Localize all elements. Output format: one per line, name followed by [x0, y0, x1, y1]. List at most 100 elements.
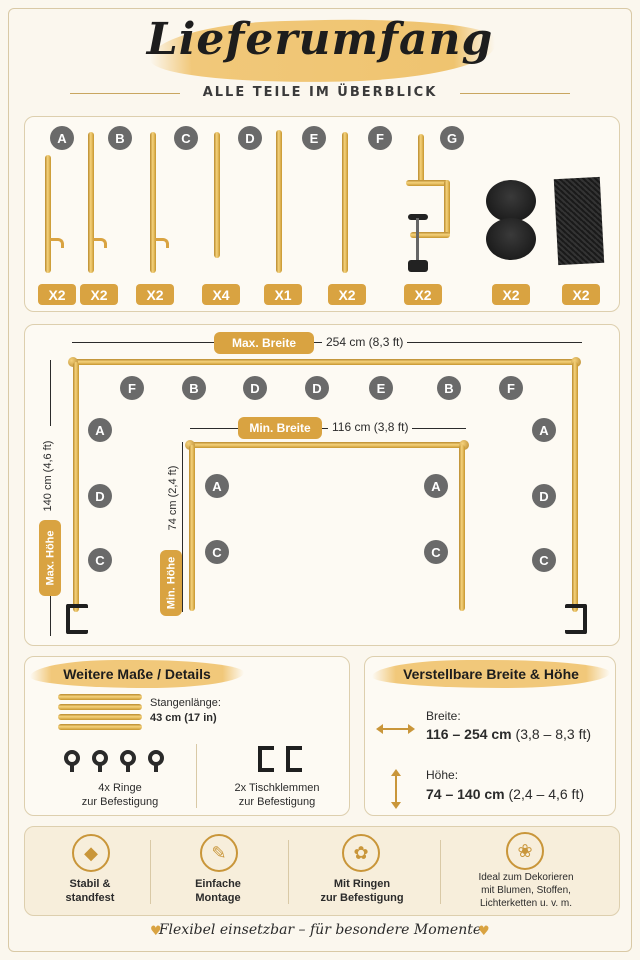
diamond-icon: ◆ — [72, 834, 110, 872]
part-a-screw — [50, 238, 64, 248]
part-f-pole — [342, 132, 348, 273]
part-badge-g: G — [440, 126, 464, 150]
velcro-strip — [553, 176, 605, 266]
details-divider — [196, 744, 197, 808]
height-range: 74 – 140 cm (2,4 – 4,6 ft) — [426, 786, 584, 802]
rod-sample-4 — [58, 724, 142, 730]
part-badge-e: E — [302, 126, 326, 150]
feature-2-line1: Einfache — [195, 878, 241, 890]
feature-divider — [440, 840, 441, 904]
rod-sample-3 — [58, 714, 142, 720]
height-label: Höhe: — [426, 768, 459, 782]
qty-badge-e: X1 — [264, 284, 302, 305]
ring-icon — [92, 750, 108, 772]
outer-left-clamp — [66, 604, 88, 634]
max-height-tag-label: Max. Höhe — [44, 530, 57, 586]
width-ft: (3,8 – 8,3 ft) — [515, 726, 592, 742]
clamps-line1: 2x Tischklemmen — [234, 782, 320, 794]
rings-line2: zur Befestigung — [81, 796, 159, 808]
diagram-badge-right-outer-2: D — [532, 484, 556, 508]
height-ft: (2,4 – 4,6 ft) — [508, 786, 584, 802]
part-c-pole — [150, 132, 156, 273]
part-a-pole — [45, 155, 51, 273]
qty-badge-g: X2 — [404, 284, 442, 305]
part-g-clamp-bottom — [410, 232, 450, 238]
qty-badge-c: X2 — [136, 284, 174, 305]
part-b-pole — [88, 132, 94, 273]
flower-icon: ❀ — [506, 832, 544, 870]
min-width-tag: Min. Breite — [238, 417, 322, 439]
part-g-knob — [408, 260, 428, 272]
width-range: 116 – 254 cm (3,8 – 8,3 ft) — [426, 726, 591, 742]
max-height-tag: Max. Höhe — [39, 520, 61, 596]
height-arrow-down-head — [391, 802, 401, 809]
diagram-badge-left-inner-1: A — [205, 474, 229, 498]
diagram-badge-right-inner-1: A — [424, 474, 448, 498]
qty-badge-b: X2 — [80, 284, 118, 305]
footer-tagline: Flexibel einsetzbar – für besondere Mome… — [158, 922, 482, 938]
max-width-value: 254 cm (8,3 ft) — [322, 335, 408, 349]
diagram-badge-top-7: F — [499, 376, 523, 400]
feature-1-line1: Stabil & — [69, 878, 111, 890]
page-title: Lieferumfang — [146, 14, 494, 65]
width-arrow-icon — [378, 728, 412, 730]
part-g-clamp-arm — [406, 180, 450, 186]
width-label: Breite: — [426, 709, 461, 723]
part-badge-c: C — [174, 126, 198, 150]
rod-sample-2 — [58, 704, 142, 710]
qty-badge-f: X2 — [328, 284, 366, 305]
diagram-panel — [24, 324, 620, 646]
part-g-screw-shaft — [416, 218, 419, 262]
part-badge-b: B — [108, 126, 132, 150]
feature-divider — [150, 840, 151, 904]
width-arrow-right-head — [408, 724, 415, 734]
part-e-pole — [276, 130, 282, 273]
diagram-badge-right-outer-3: C — [532, 548, 556, 572]
width-value: 116 – 254 cm — [426, 726, 512, 742]
subtitle-rule-left — [70, 93, 180, 94]
part-badge-d: D — [238, 126, 262, 150]
subtitle-rule-right — [460, 93, 570, 94]
feature-4-line3: Lichterketten u. v. m. — [479, 898, 573, 909]
diagram-badge-top-2: B — [182, 376, 206, 400]
part-badge-f: F — [368, 126, 392, 150]
feature-4-line1: Ideal zum Dekorieren — [478, 872, 574, 883]
diagram-badge-top-4: D — [305, 376, 329, 400]
diagram-badge-left-inner-2: C — [205, 540, 229, 564]
heart-icon: ♥ — [478, 924, 490, 939]
inner-frame-left-leg — [189, 445, 195, 611]
diagram-badge-left-outer-2: D — [88, 484, 112, 508]
felt-pad-bottom — [486, 218, 536, 260]
inner-frame-right-leg — [459, 445, 465, 611]
inner-frame-top-bar — [190, 442, 464, 448]
adjustable-heading: Verstellbare Breite & Höhe — [372, 660, 610, 688]
diagram-badge-top-3: D — [243, 376, 267, 400]
min-height-tag: Min. Höhe — [160, 550, 182, 616]
part-d-pole — [214, 132, 220, 258]
rings-line1: 4x Ringe — [98, 782, 142, 794]
part-c-screw — [155, 238, 169, 248]
felt-pad-top — [486, 180, 536, 222]
width-arrow-left-head — [376, 724, 383, 734]
rod-length-value: 43 cm (17 in) — [150, 712, 217, 724]
feature-3-line1: Mit Ringen — [333, 878, 391, 890]
outer-right-clamp — [565, 604, 587, 634]
qty-badge-a: X2 — [38, 284, 76, 305]
gear-icon: ✿ — [342, 834, 380, 872]
height-arrow-icon — [395, 772, 397, 806]
max-height-value: 140 cm (4,6 ft) — [42, 426, 54, 526]
details-heading: Weitere Maße / Details — [30, 660, 244, 688]
part-g-pad — [408, 214, 428, 220]
qty-badge-pads: X2 — [492, 284, 530, 305]
feature-3-line2: zur Befestigung — [320, 892, 404, 904]
max-width-tag: Max. Breite — [214, 332, 314, 354]
clamps-line2: zur Befestigung — [238, 796, 316, 808]
feature-4-line2: mit Blumen, Stoffen, — [481, 885, 571, 896]
feature-2-line2: Montage — [195, 892, 241, 904]
feature-1-line2: standfest — [65, 892, 115, 904]
qty-badge-d: X4 — [202, 284, 240, 305]
feature-divider — [288, 840, 289, 904]
heart-icon: ♥ — [150, 924, 162, 939]
rod-sample-1 — [58, 694, 142, 700]
diagram-badge-left-outer-1: A — [88, 418, 112, 442]
